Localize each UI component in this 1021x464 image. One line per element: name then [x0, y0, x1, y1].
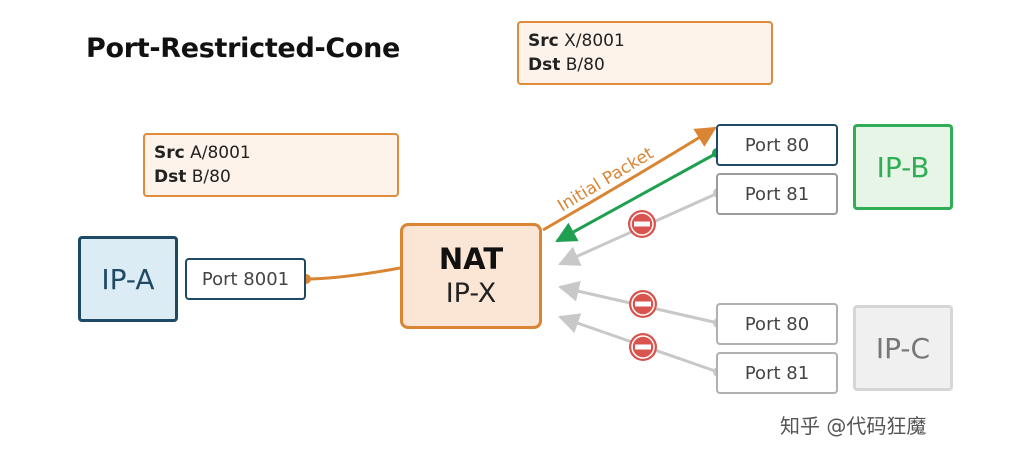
host-b-port-81-label: Port 81 [744, 183, 810, 205]
packet-translated-box: Src X/8001 Dst B/80 [517, 21, 773, 85]
host-b-port-80: Port 80 [716, 124, 838, 166]
src-value: X/8001 [564, 31, 625, 51]
watermark: 知乎 @代码狂魔 [780, 414, 927, 438]
link-a-to-nat [305, 266, 401, 281]
src-label: Src [154, 143, 185, 163]
host-c: IP-C [853, 305, 953, 391]
dst-label: Dst [154, 167, 187, 187]
packet-outbound-box: Src A/8001 Dst B/80 [143, 133, 399, 197]
nat-ip: IP-X [445, 278, 497, 309]
initial-packet-arrow [542, 126, 717, 232]
reply-b80-arrow [555, 151, 718, 243]
host-c-label: IP-C [875, 331, 931, 365]
host-b-port-81: Port 81 [716, 173, 838, 215]
nat-box: NAT IP-X [400, 223, 542, 329]
dst-value: B/80 [191, 167, 231, 187]
host-b-port-80-label: Port 80 [744, 134, 810, 156]
host-a-label: IP-A [101, 262, 155, 296]
blocked-icon [628, 210, 656, 238]
nat-title: NAT [438, 242, 504, 276]
host-a: IP-A [78, 236, 178, 322]
host-c-port-80: Port 80 [716, 303, 838, 345]
host-a-port: Port 8001 [185, 258, 306, 300]
host-b: IP-B [853, 124, 953, 210]
host-a-port-label: Port 8001 [201, 268, 290, 290]
host-c-port-81-label: Port 81 [744, 362, 810, 384]
host-b-label: IP-B [876, 150, 930, 184]
src-label: Src [528, 31, 559, 51]
blocked-icon [629, 290, 657, 318]
host-c-port-81: Port 81 [716, 352, 838, 394]
diagram-title: Port-Restricted-Cone [86, 33, 401, 64]
dst-value: B/80 [565, 55, 605, 75]
dst-label: Dst [528, 55, 561, 75]
blocked-icon [629, 333, 657, 361]
initial-packet-label: Initial Packet [554, 143, 657, 216]
src-value: A/8001 [190, 143, 251, 163]
host-c-port-80-label: Port 80 [744, 313, 810, 335]
